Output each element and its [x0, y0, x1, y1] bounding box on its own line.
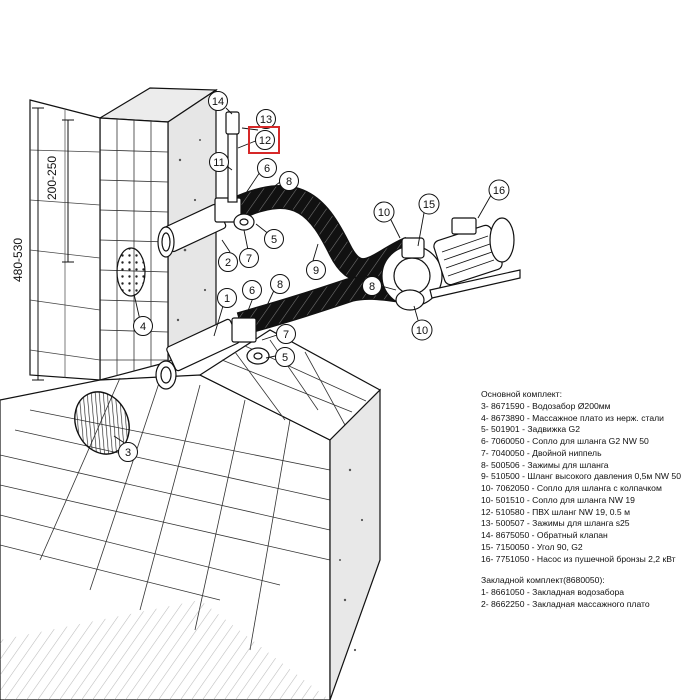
callout-12: 12: [248, 126, 280, 154]
concrete-speckle: [176, 139, 364, 652]
svg-text:12: 12: [259, 135, 271, 147]
legend-main-item: 15- 7150050 - Угол 90, G2: [481, 541, 583, 552]
legend-main-item: 10- 501510 - Сопло для шланга NW 19: [481, 494, 635, 505]
legend-main-item: 10- 7062050 - Сопло для шланга с колпачк…: [481, 483, 662, 493]
legend-main-item: 4- 8673890 - Массажное плато из нерж. ст…: [481, 412, 664, 423]
legend-main-item: 13- 500507 - Зажимы для шланга s25: [481, 518, 630, 529]
dimension-inner-label: 200-250: [45, 156, 59, 200]
svg-text:4: 4: [140, 321, 146, 333]
callouts: 14 13 12 11 6 8 2 7: [118, 91, 510, 462]
callout-4: 4: [133, 316, 153, 336]
callout-6-upper: 6: [257, 158, 277, 178]
callout-10-upper: 10: [373, 201, 395, 223]
svg-text:16: 16: [493, 185, 505, 197]
legend-embed-item: 1- 8661050 - Закладная водозабора: [481, 587, 625, 597]
svg-text:10: 10: [416, 325, 428, 337]
svg-text:6: 6: [249, 285, 255, 297]
svg-text:7: 7: [246, 253, 252, 265]
svg-text:8: 8: [277, 279, 283, 291]
legend-embed-item: 2- 8662250 - Закладная массажного плато: [481, 598, 650, 609]
svg-text:3: 3: [125, 447, 131, 459]
svg-text:13: 13: [260, 114, 272, 126]
legend-main-item: 3- 8671590 - Водозабор Ø200мм: [481, 400, 611, 411]
callout-16: 16: [488, 179, 510, 201]
svg-text:8: 8: [286, 176, 292, 188]
callout-7-lower: 7: [276, 324, 296, 344]
pool-structure: [0, 87, 381, 700]
legend-main-item: 6- 7060050 - Сопло для шланга G2 NW 50: [481, 436, 649, 446]
callout-10-lower: 10: [411, 319, 433, 341]
callout-3: 3: [118, 442, 138, 462]
callout-1: 1: [217, 288, 237, 308]
svg-text:6: 6: [264, 163, 270, 175]
svg-text:7: 7: [283, 329, 289, 341]
svg-text:10: 10: [378, 207, 390, 219]
callout-2: 2: [218, 252, 238, 272]
lower-pipe-assembly: [155, 317, 270, 390]
svg-text:15: 15: [423, 199, 435, 211]
callout-9: 9: [306, 260, 326, 280]
callout-8-lower: 8: [270, 274, 290, 294]
legend-main-item: 12- 510580 - ПВХ шланг NW 19, 0.5 м: [481, 506, 631, 517]
svg-text:9: 9: [313, 265, 319, 277]
svg-text:11: 11: [213, 157, 224, 169]
legend-main-item: 16- 7751050 - Насос из пушечной бронзы 2…: [481, 553, 676, 564]
svg-text:14: 14: [212, 96, 224, 108]
callout-7-upper: 7: [239, 248, 259, 268]
callout-8-upper: 8: [279, 171, 299, 191]
dimension-lines: [32, 107, 74, 381]
callout-11: 11: [209, 152, 229, 172]
legend-main-item: 14- 8675050 - Обратный клапан: [481, 530, 608, 540]
callout-5-lower: 5: [275, 347, 295, 367]
upper-pipe-assembly: [157, 111, 255, 258]
callout-6-lower: 6: [242, 280, 262, 300]
callout-15: 15: [418, 193, 440, 215]
svg-text:5: 5: [271, 234, 277, 246]
floor-drain: [74, 391, 130, 455]
parts-legend: Основной комплект: 3- 8671590 - Водозабо…: [481, 389, 696, 611]
legend-main-item: 5- 501901 - Задвижка G2: [481, 424, 581, 435]
legend-main-title: Основной комплект:: [481, 389, 562, 399]
legend-embed-title: Закладной комплект(8680050):: [481, 575, 605, 586]
legend-main-item: 8- 500506 - Зажимы для шланга: [481, 459, 609, 470]
legend-main-item: 7- 7040050 - Двойной ниппель: [481, 447, 602, 458]
callout-5-upper: 5: [264, 229, 284, 249]
dimension-outer-label: 480-530: [11, 238, 25, 282]
callout-13: 13: [256, 109, 276, 129]
massage-plate: [116, 247, 146, 297]
svg-text:2: 2: [225, 257, 231, 269]
callout-14: 14: [208, 91, 228, 111]
svg-text:5: 5: [282, 352, 288, 364]
svg-text:1: 1: [224, 293, 230, 305]
pump: [381, 217, 521, 311]
legend-main-item: 9- 510500 - Шланг высокого давления 0,5м…: [481, 471, 681, 482]
callout-8-right: 8: [362, 276, 382, 296]
svg-text:8: 8: [369, 281, 375, 293]
highlight-box: [248, 126, 280, 154]
left-wall-grid: [29, 110, 101, 378]
